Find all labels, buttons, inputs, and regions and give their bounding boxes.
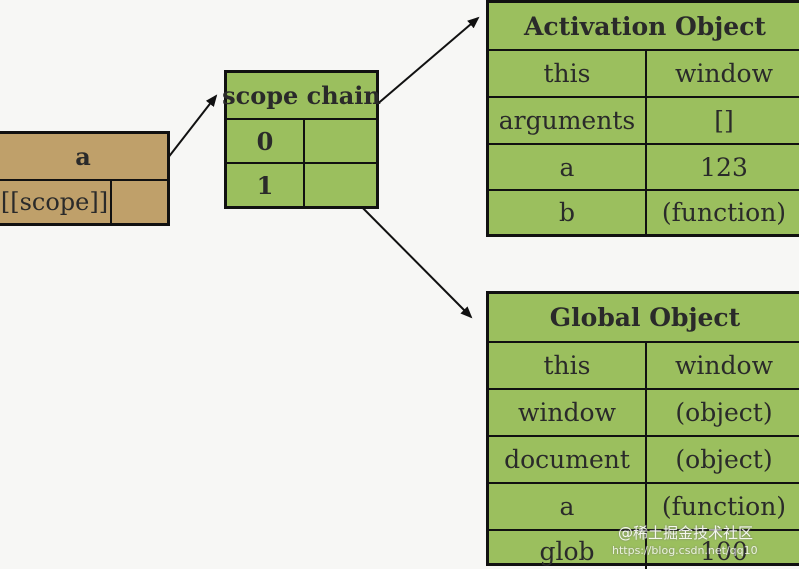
watermark-text: @稀土掘金技术社区 xyxy=(618,524,754,542)
global-row-value: (function) xyxy=(645,482,799,529)
scope-slot-label: [[scope]] xyxy=(0,179,110,223)
global-row-value: (object) xyxy=(645,388,799,435)
watermark-url: https://blog.csdn.net/qq10 xyxy=(612,544,758,557)
activation-row-key: a xyxy=(489,143,645,189)
global-row-key: document xyxy=(489,435,645,482)
global-row-value: window xyxy=(645,341,799,388)
activation-row-value: window xyxy=(645,49,799,96)
scope-chain-index-0: 0 xyxy=(227,118,303,162)
activation-row-value: 123 xyxy=(645,143,799,189)
global-object-title: Global Object xyxy=(549,303,741,332)
scope-chain-pointer-1 xyxy=(303,162,376,206)
activation-row-value: [] xyxy=(645,96,799,143)
global-row-key: a xyxy=(489,482,645,529)
activation-object-table: Activation Object this window arguments … xyxy=(486,0,799,237)
global-row-key: window xyxy=(489,388,645,435)
scope-chain-pointer-0 xyxy=(303,118,376,162)
global-row-key: this xyxy=(489,341,645,388)
scope-slot-pointer xyxy=(110,179,167,223)
activation-row-key: arguments xyxy=(489,96,645,143)
scope-chain-index-1: 1 xyxy=(227,162,303,206)
activation-row-value: (function) xyxy=(645,189,799,234)
function-object-a: a [[scope]] xyxy=(0,131,170,226)
global-row-value: (object) xyxy=(645,435,799,482)
activation-object-title: Activation Object xyxy=(524,11,766,41)
activation-row-key: this xyxy=(489,49,645,96)
activation-row-key: b xyxy=(489,189,645,234)
function-name: a xyxy=(75,142,91,171)
scope-chain-title: scope chain xyxy=(222,81,381,110)
scope-chain-box: scope chain 0 1 xyxy=(222,70,381,209)
global-object-table: Global Object this window window (object… xyxy=(486,291,799,569)
